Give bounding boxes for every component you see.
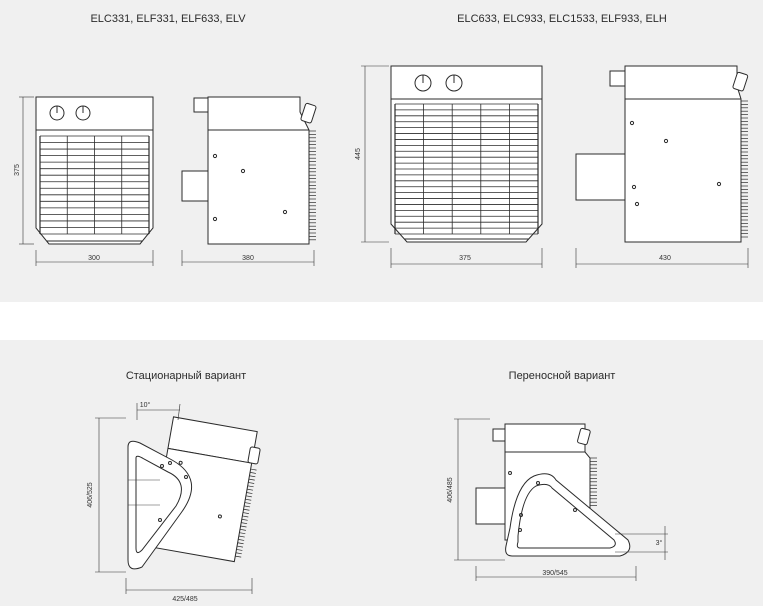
grille-line: [247, 488, 254, 491]
small-height-label: 375: [14, 164, 21, 176]
grille-line: [239, 528, 246, 531]
control-knob: [445, 74, 463, 92]
grille-line: [245, 495, 252, 498]
portable-angle-dimension: 3°: [615, 526, 668, 560]
portable-heater-drawing: [475, 423, 631, 557]
grille-line: [249, 475, 256, 478]
grille-line: [244, 505, 251, 508]
grille-line: [240, 525, 247, 528]
grille-line: [249, 472, 257, 474]
stationary-width-dimension: 425/485: [125, 578, 253, 603]
grille-line: [248, 478, 255, 481]
stationary-height-dimension: 406/525: [87, 417, 126, 573]
grille-line: [242, 512, 249, 514]
large-depth-label: 430: [659, 255, 671, 262]
large-side-fins: [741, 100, 748, 238]
control-knob: [49, 105, 65, 121]
stationary-width-label: 425/485: [172, 596, 197, 603]
grille-line: [236, 549, 243, 551]
large-heater-side-view: [575, 65, 749, 243]
large-front-grille: [394, 103, 539, 235]
grille-line: [242, 515, 249, 518]
stationary-variant-title: Стационарный вариант: [126, 370, 246, 382]
small-width-label: 300: [88, 255, 100, 262]
portable-angle-label: 3°: [656, 539, 663, 547]
small-depth-label: 380: [242, 255, 254, 262]
large-height-dimension: 445: [355, 65, 389, 243]
grille-line: [241, 522, 248, 525]
control-knob: [75, 105, 91, 121]
portable-side-fins: [590, 457, 597, 506]
large-width-label: 375: [459, 255, 471, 262]
grille-line: [250, 468, 257, 471]
grille-line: [243, 508, 250, 511]
stationary-side-fins: [235, 468, 257, 558]
small-heater-front-view: [35, 96, 154, 245]
grille-line: [239, 532, 246, 535]
bottom-panel: [0, 340, 763, 606]
stationary-height-label: 406/525: [87, 482, 94, 507]
large-heater-front-view: [390, 65, 543, 243]
grille-line: [245, 498, 252, 501]
portable-width-dimension: 390/545: [475, 566, 637, 581]
grille-line: [238, 535, 245, 538]
large-group-title: ELC633, ELC933, ELC1533, ELF933, ELH: [457, 13, 667, 25]
small-height-dimension: 375: [14, 96, 34, 245]
stationary-heater-drawing: [127, 416, 261, 570]
grille-line: [248, 482, 255, 484]
grille-line: [236, 545, 244, 548]
large-height-label: 445: [355, 148, 362, 160]
portable-width-label: 390/545: [542, 570, 567, 577]
small-heater-side-view: [181, 96, 317, 245]
stationary-angle-dimension: 10°: [136, 401, 181, 421]
grille-line: [247, 485, 254, 488]
grille-line: [235, 552, 242, 555]
portable-height-dimension: 406/485: [447, 418, 505, 561]
large-depth-dimension: 430: [575, 248, 749, 268]
small-depth-dimension: 380: [181, 250, 315, 266]
small-group-title: ELC331, ELF331, ELF633, ELV: [90, 13, 246, 25]
grille-line: [244, 502, 251, 504]
small-side-fins: [309, 130, 316, 241]
grille-line: [237, 542, 244, 545]
large-width-dimension: 375: [390, 248, 543, 268]
stationary-angle-label: 10°: [140, 401, 151, 409]
portable-height-label: 406/485: [447, 477, 454, 502]
grille-line: [235, 555, 242, 558]
portable-variant-title: Переносной вариант: [509, 370, 616, 382]
control-knob: [414, 74, 432, 92]
small-width-dimension: 300: [35, 250, 154, 266]
small-front-grille: [39, 135, 150, 235]
grille-line: [238, 539, 245, 541]
grille-line: [241, 518, 248, 521]
grille-line: [246, 492, 253, 494]
